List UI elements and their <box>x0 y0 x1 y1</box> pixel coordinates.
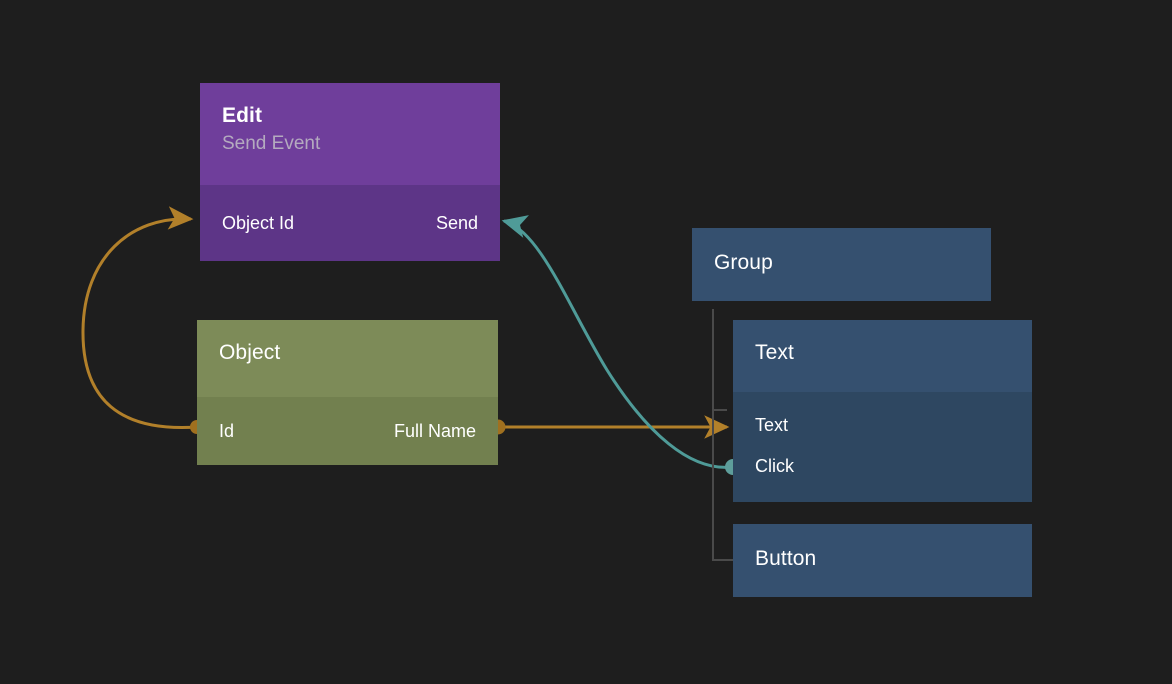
node-text-title: Text <box>755 341 794 364</box>
edge-object-fullname-to-text-text <box>490 415 730 439</box>
port-object-id[interactable]: Id <box>219 421 235 441</box>
node-button-header[interactable]: Button <box>733 524 1032 597</box>
node-object-body[interactable]: Id Full Name <box>197 397 498 465</box>
port-text-click[interactable]: Click <box>755 455 794 476</box>
node-text-port-row-click: Click <box>733 445 1032 486</box>
tree-vertical-line <box>712 309 714 561</box>
port-text-text[interactable]: Text <box>755 414 789 435</box>
node-object-header[interactable]: Object <box>197 320 498 397</box>
edge-object-id-to-edit-objectid <box>81 206 204 434</box>
node-edit-subtitle: Send Event <box>222 133 321 154</box>
tree-branch-text <box>712 409 727 411</box>
node-text[interactable]: Text Text Click <box>733 320 1032 502</box>
node-object-title: Object <box>219 341 281 364</box>
tree-branch-button <box>712 559 733 561</box>
node-edit-title: Edit <box>222 104 263 127</box>
node-group-title: Group <box>714 251 773 274</box>
node-group-header[interactable]: Group <box>692 228 991 301</box>
node-text-body[interactable]: Text Click <box>733 392 1032 502</box>
node-object-port-row: Id Full Name <box>197 397 498 465</box>
node-edit[interactable]: Edit Send Event Object Id Send <box>200 83 500 261</box>
node-edit-port-row: Object Id Send <box>200 185 500 261</box>
node-text-port-row-text: Text <box>733 404 1032 445</box>
node-group[interactable]: Group <box>692 228 991 301</box>
node-button[interactable]: Button <box>733 524 1032 597</box>
node-text-header[interactable]: Text <box>733 320 1032 392</box>
port-edit-send[interactable]: Send <box>435 213 478 233</box>
node-edit-body[interactable]: Object Id Send <box>200 185 500 261</box>
port-object-full-name[interactable]: Full Name <box>393 421 476 441</box>
node-button-title: Button <box>755 547 817 570</box>
node-object[interactable]: Object Id Full Name <box>197 320 498 465</box>
node-edit-header[interactable]: Edit Send Event <box>200 83 500 185</box>
port-edit-object-id[interactable]: Object Id <box>222 213 295 233</box>
